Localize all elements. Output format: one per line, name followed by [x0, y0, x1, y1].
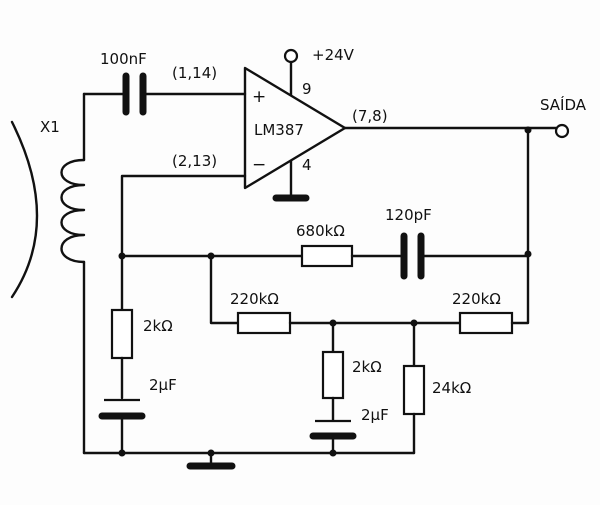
wire-mid-left	[209, 254, 240, 325]
pin-out-label: (7,8)	[352, 107, 388, 125]
junction-fb-right	[524, 250, 532, 258]
supply-terminal	[283, 48, 299, 64]
opamp-lm387: + − LM387	[243, 66, 347, 190]
junction-gnd-left	[118, 449, 126, 457]
resistor-center-2k	[321, 350, 345, 400]
resistor-220k-left	[236, 311, 292, 335]
pin-gnd-label: 4	[302, 156, 312, 174]
cin-label: 100nF	[100, 50, 147, 68]
opamp-name: LM387	[254, 121, 304, 139]
r-680k-label: 680kΩ	[296, 222, 345, 240]
antenna-arc	[10, 120, 39, 299]
opamp-plus-symbol: +	[252, 87, 266, 107]
opamp-triangle	[243, 66, 347, 190]
junction-gnd-center	[329, 449, 337, 457]
coil-winding	[60, 158, 86, 264]
output-terminal	[554, 123, 570, 139]
wire-mid-right	[510, 254, 530, 325]
coil-x1	[60, 92, 86, 455]
r-left-2k-label: 2kΩ	[143, 317, 173, 335]
c-left-2uf-label: 2μF	[149, 376, 177, 394]
r-mid-right-label: 220kΩ	[452, 290, 501, 308]
pin-vcc-label: 9	[302, 80, 312, 98]
pin-minus-label: (2,13)	[172, 152, 217, 170]
coil-label: X1	[40, 118, 60, 136]
pin-plus-label: (1,14)	[172, 64, 217, 82]
opamp-minus-symbol: −	[252, 155, 266, 175]
r-mid-left-label: 220kΩ	[230, 290, 279, 308]
c-center-2uf-label: 2μF	[361, 406, 389, 424]
resistor-left-2k	[110, 308, 134, 360]
output-label: SAÍDA	[540, 95, 587, 114]
resistor-24k	[402, 364, 426, 416]
resistor-680k	[300, 244, 354, 268]
r-24k-label: 24kΩ	[432, 379, 471, 397]
c120p-label: 120pF	[385, 206, 432, 224]
r-center-2k-label: 2kΩ	[352, 358, 382, 376]
wire-minus-to-node	[120, 174, 247, 258]
resistor-220k-right	[458, 311, 514, 335]
supply-label: +24V	[312, 46, 355, 64]
